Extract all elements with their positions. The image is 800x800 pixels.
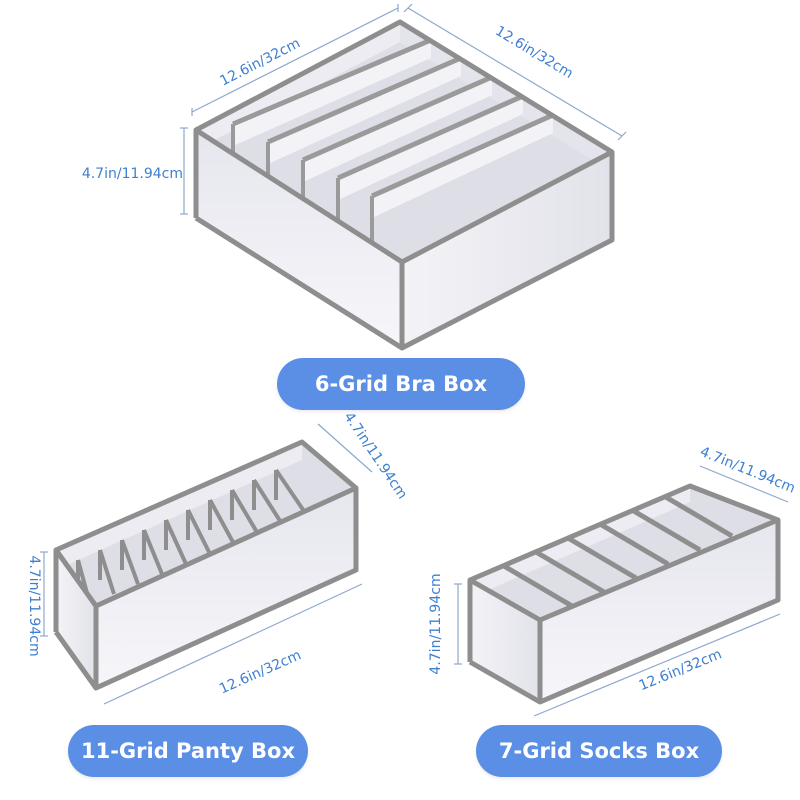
bra-side-dimension: 12.6in/32cm xyxy=(492,23,576,82)
bra-box: 12.6in/32cm 12.6in/32cm 4.7in/11.94cm xyxy=(82,3,627,351)
panty-length-dimension: 12.6in/32cm xyxy=(217,647,304,697)
socks-depth-dimension: 4.7in/11.94cm xyxy=(698,444,798,497)
socks-box-label: 7-Grid Socks Box xyxy=(476,725,722,777)
bra-box-label: 6-Grid Bra Box xyxy=(277,358,525,410)
socks-height-dimension: 4.7in/11.94cm xyxy=(428,573,444,674)
panty-box: 4.7in/11.94cm 4.7in/11.94cm 12.6in/32cm xyxy=(26,409,410,705)
bra-height-dimension: 4.7in/11.94cm xyxy=(82,166,183,182)
socks-box: 4.7in/11.94cm 4.7in/11.94cm 12.6in/32cm xyxy=(428,444,798,717)
panty-box-label: 11-Grid Panty Box xyxy=(68,725,308,777)
panty-height-dimension: 4.7in/11.94cm xyxy=(26,555,42,656)
